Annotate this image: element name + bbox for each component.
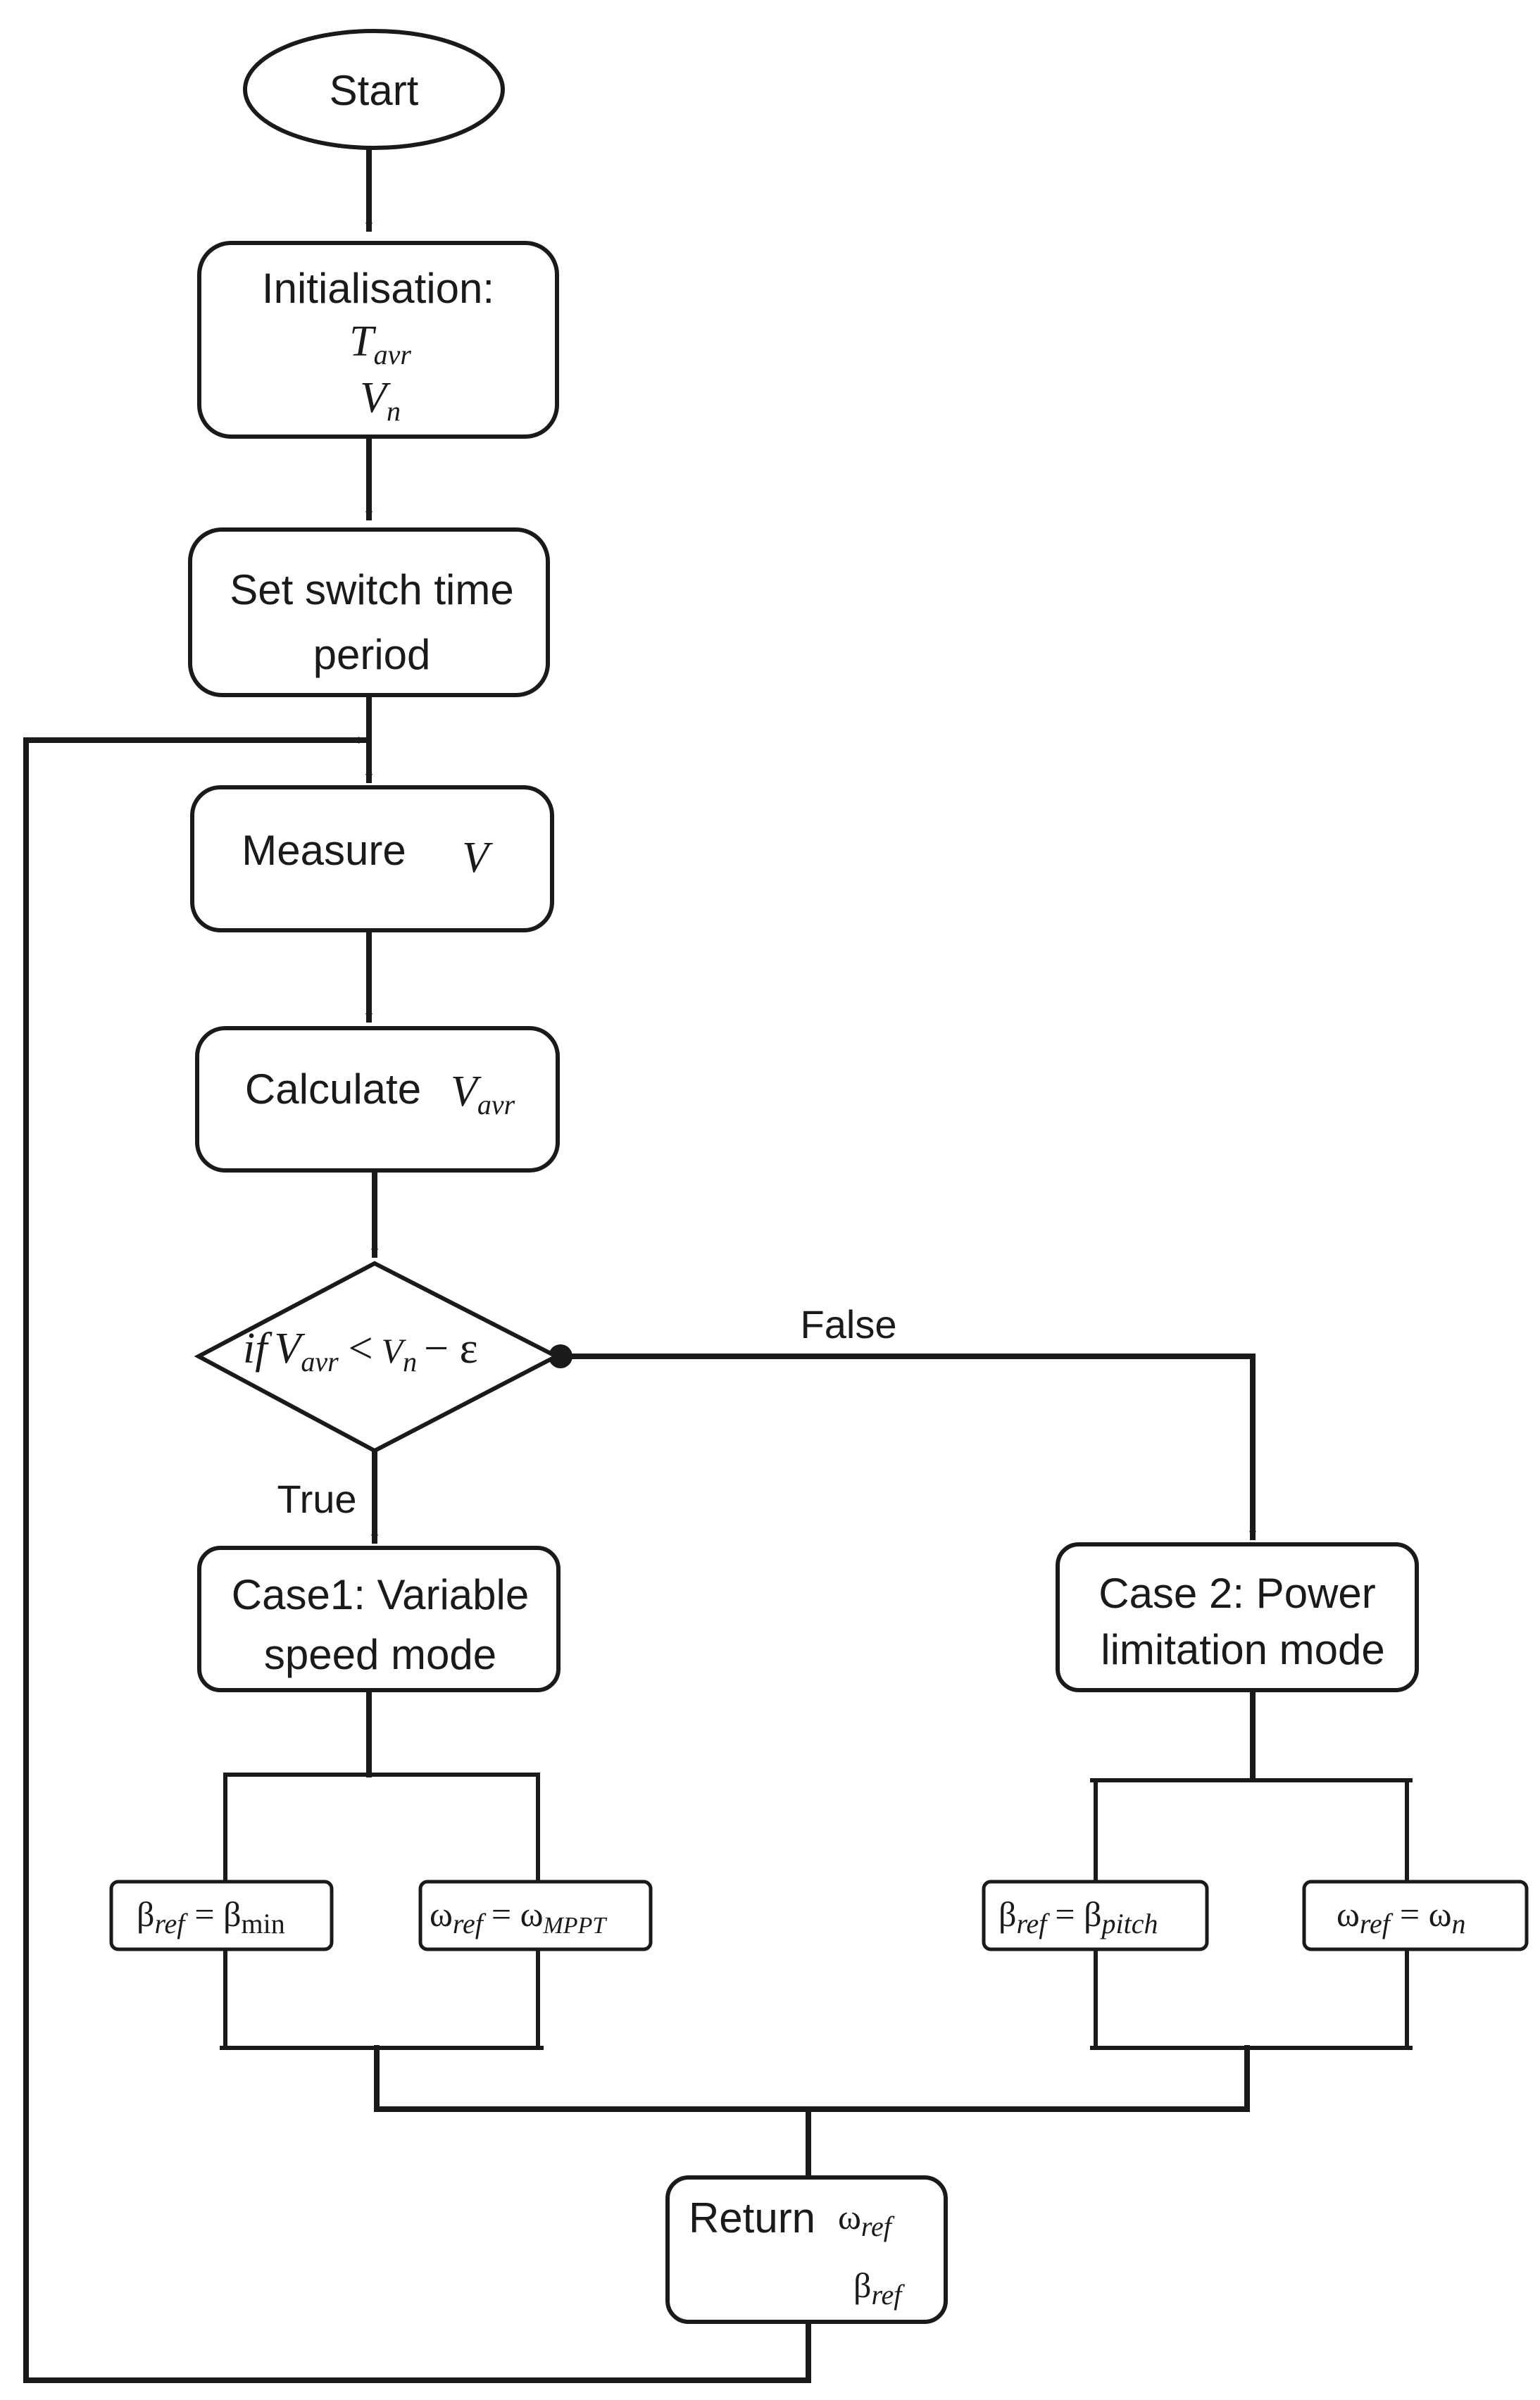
case2-node: Case 2: Power limitation mode — [1056, 1542, 1419, 1692]
measure-shape — [190, 785, 554, 932]
set-switch-line2: period — [313, 631, 431, 678]
case2-line1: Case 2: Power — [1098, 1570, 1376, 1617]
start-node: Start — [243, 29, 505, 150]
init-label: Initialisation: — [262, 265, 494, 312]
return-omega: ωref — [838, 2197, 895, 2242]
set-switch-node: Set switch time period — [188, 527, 550, 697]
omega-n-shape — [1302, 1880, 1529, 1951]
init-shape — [197, 241, 559, 439]
return-label: Return — [689, 2194, 815, 2242]
beta-pitch-shape — [982, 1880, 1209, 1951]
false-label: False — [801, 1302, 897, 1346]
calculate-shape — [195, 1026, 560, 1173]
return-node: Return ωref βref — [665, 2175, 948, 2324]
edge-decision-case2 — [558, 1354, 1256, 1540]
measure-label: Measure — [242, 827, 406, 874]
calculate-node: Calculate Vavr — [195, 1026, 560, 1173]
true-label: True — [277, 1477, 356, 1521]
case1-line1: Case1: Variable — [232, 1571, 529, 1618]
case1-shape — [197, 1546, 561, 1692]
case2-shape — [1056, 1542, 1419, 1692]
omega-n-expr: ωref= ωn — [1336, 1894, 1465, 1939]
case1-node: Case1: Variable speed mode — [197, 1546, 561, 1692]
omega-mppt-shape — [418, 1880, 653, 1951]
bracket-case1 — [223, 1773, 540, 1785]
measure-node: Measure V — [190, 785, 554, 932]
start-label: Start — [330, 67, 419, 114]
start-shape — [243, 29, 505, 150]
calculate-label: Calculate — [245, 1065, 421, 1113]
beta-min-expr: βref= βmin — [137, 1894, 285, 1939]
init-node: Initialisation: Tavr Vn — [197, 241, 559, 439]
init-var-tavr: Tavr — [349, 318, 411, 370]
return-shape — [665, 2175, 948, 2324]
beta-pitch-node: βref= βpitch — [982, 1880, 1209, 1951]
beta-min-shape — [109, 1880, 334, 1951]
beta-min-node: βref= βmin — [109, 1880, 334, 1951]
measure-var: V — [462, 834, 493, 882]
init-var-vn: Vn — [360, 374, 401, 427]
case2-line2: limitation mode — [1101, 1626, 1385, 1673]
edges — [23, 145, 1413, 2383]
return-beta: βref — [853, 2265, 905, 2311]
omega-mppt-expr: ωref= ωMPPT — [430, 1894, 607, 1939]
calculate-var: Vavr — [451, 1068, 515, 1120]
set-switch-shape — [188, 527, 550, 697]
omega-mppt-node: ωref= ωMPPT — [418, 1880, 653, 1951]
edge-loop-back — [23, 737, 811, 2383]
omega-n-node: ωref= ωn — [1302, 1880, 1529, 1951]
beta-pitch-expr: βref= βpitch — [999, 1894, 1158, 1939]
set-switch-line1: Set switch time — [230, 566, 513, 613]
decision-shape — [194, 1261, 561, 1454]
case1-line2: speed mode — [264, 1631, 496, 1678]
